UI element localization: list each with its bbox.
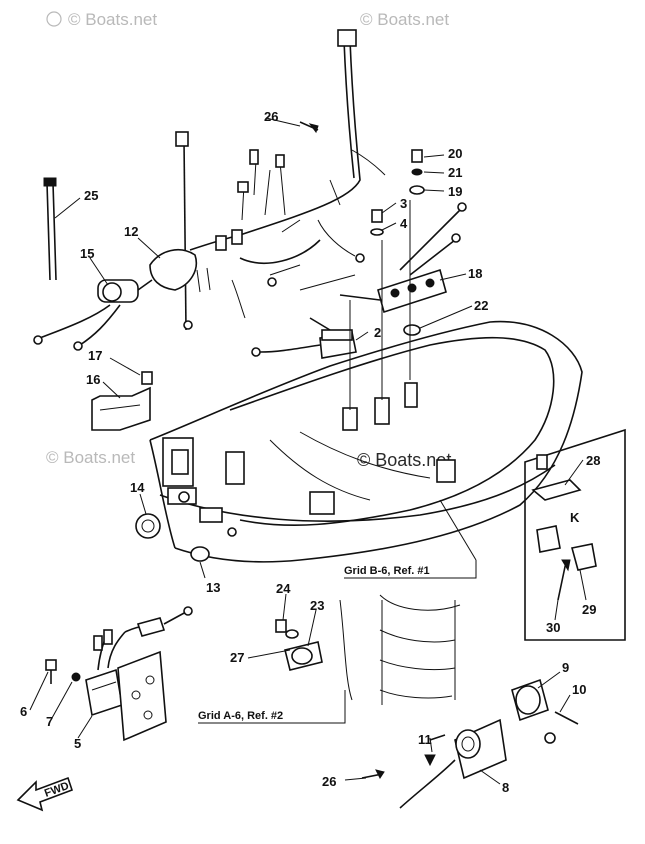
callout-20: 20 (448, 146, 462, 161)
callout-19: 19 (448, 184, 462, 199)
part-screw-top (299, 121, 319, 134)
callout-18: 18 (468, 266, 482, 281)
callout-26-top: 26 (264, 109, 278, 124)
callout-22: 22 (474, 298, 488, 313)
callout-9: 9 (562, 660, 569, 675)
callout-17: 17 (88, 348, 102, 363)
watermark-text-middle-left: © Boats.net (46, 448, 135, 467)
part-screw-6 (45, 659, 57, 684)
part-motor-cover (511, 678, 549, 722)
callout-26-bottom: 26 (322, 774, 336, 789)
part-cdi-unit (85, 606, 193, 717)
forward-arrow-label: FWD (43, 780, 71, 800)
callout-4: 4 (400, 216, 408, 231)
part-bolt-10 (544, 711, 579, 744)
callout-numbers: 2 3 4 5 6 7 8 9 10 11 12 13 14 15 16 17 … (20, 109, 600, 795)
forward-direction-arrow: FWD (16, 776, 74, 812)
wiring-harness (175, 29, 386, 331)
part-washer-7 (71, 672, 81, 682)
part-mounting-plate (117, 650, 167, 742)
watermark-text-top-left: © Boats.net (68, 10, 157, 29)
callout-7: 7 (46, 714, 53, 729)
part-clamp (275, 619, 323, 671)
callout-10: 10 (572, 682, 586, 697)
callout-15: 15 (80, 246, 94, 261)
watermark-text-top-right: © Boats.net (360, 10, 449, 29)
part-main-switch (33, 249, 197, 351)
bottom-cowling (149, 320, 583, 563)
part-grommet (135, 513, 161, 539)
callout-24: 24 (276, 581, 291, 596)
watermark-text-middle: © Boats.net (357, 450, 451, 470)
callout-25: 25 (84, 188, 98, 203)
callout-29: 29 (582, 602, 596, 617)
callout-21: 21 (448, 165, 462, 180)
watermark-top-left: © Boats.net (46, 10, 157, 29)
callout-16: 16 (86, 372, 100, 387)
watermark-top-right: © Boats.net (360, 10, 449, 29)
callout-8: 8 (502, 780, 509, 795)
part-bushing (190, 546, 210, 562)
callout-30: 30 (546, 620, 560, 635)
reference-grid-b6: Grid B-6, Ref. #1 (344, 499, 477, 579)
callout-12: 12 (124, 224, 138, 239)
detail-box-k: K (524, 428, 626, 641)
part-screw-bottom (361, 769, 385, 779)
reference-text-grid-a6: Grid A-6, Ref. #2 (198, 710, 283, 722)
watermark-middle: © Boats.net (357, 450, 451, 470)
callout-11: 11 (418, 732, 432, 747)
callout-1-2: 2 (374, 325, 381, 340)
callout-28: 28 (586, 453, 600, 468)
callout-14: 14 (130, 480, 145, 495)
callout-5: 5 (74, 736, 81, 751)
leader-lines (29, 117, 587, 785)
reference-grid-a6: Grid A-6, Ref. #2 (198, 690, 346, 724)
callout-6: 6 (20, 704, 27, 719)
reference-text-grid-b6: Grid B-6, Ref. #1 (344, 565, 430, 577)
callout-13: 13 (206, 580, 220, 595)
part-starter-motor (399, 718, 507, 809)
part-tie-strap (43, 177, 57, 281)
watermark-middle-left: © Boats.net (46, 448, 135, 467)
callout-27: 27 (230, 650, 244, 665)
part-bracket (91, 371, 153, 431)
detail-box-label: K (570, 510, 580, 525)
lower-unit-outline (339, 594, 461, 705)
part-starter-relay (251, 317, 357, 359)
callout-23: 23 (310, 598, 324, 613)
callout-3: 3 (400, 196, 407, 211)
